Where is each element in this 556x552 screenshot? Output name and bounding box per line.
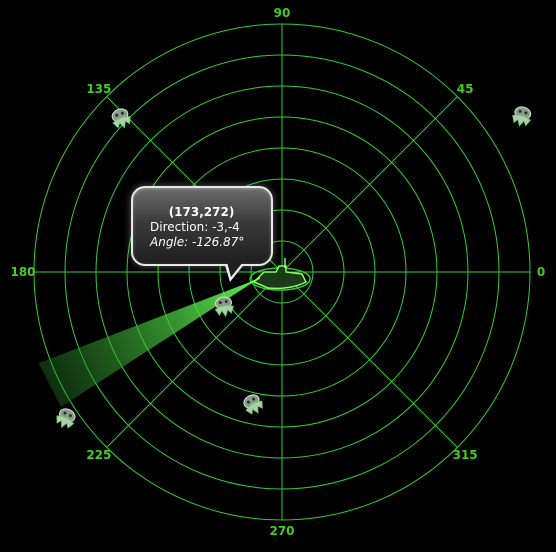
tooltip-direction: Direction: -3,-4 xyxy=(150,220,240,234)
player-ship-icon[interactable] xyxy=(249,258,311,291)
radar-spoke xyxy=(281,271,458,448)
radar-sweep-beam xyxy=(38,279,258,408)
alien-ship-icon[interactable] xyxy=(240,391,267,418)
radar-spoke xyxy=(106,271,283,448)
angle-label-180: 180 xyxy=(10,265,35,279)
angle-label-225: 225 xyxy=(86,448,111,462)
angle-label-315: 315 xyxy=(453,448,478,462)
alien-ship-icon[interactable] xyxy=(53,405,79,432)
tooltip-angle: Angle: -126.87° xyxy=(150,235,245,249)
angle-label-45: 45 xyxy=(457,82,474,96)
radar-grid xyxy=(33,23,531,521)
angle-label-270: 270 xyxy=(269,524,294,538)
angle-label-0: 0 xyxy=(537,265,545,279)
tooltip-tail-inner xyxy=(227,262,243,277)
target-tooltip: (173,272) Direction: -3,-4 Angle: -126.8… xyxy=(131,186,273,266)
angle-label-90: 90 xyxy=(274,6,291,20)
alien-ship-icon[interactable] xyxy=(510,104,534,129)
angle-label-135: 135 xyxy=(86,82,111,96)
tooltip-coordinates: (173,272) xyxy=(168,205,235,219)
radar-spoke xyxy=(281,96,458,273)
